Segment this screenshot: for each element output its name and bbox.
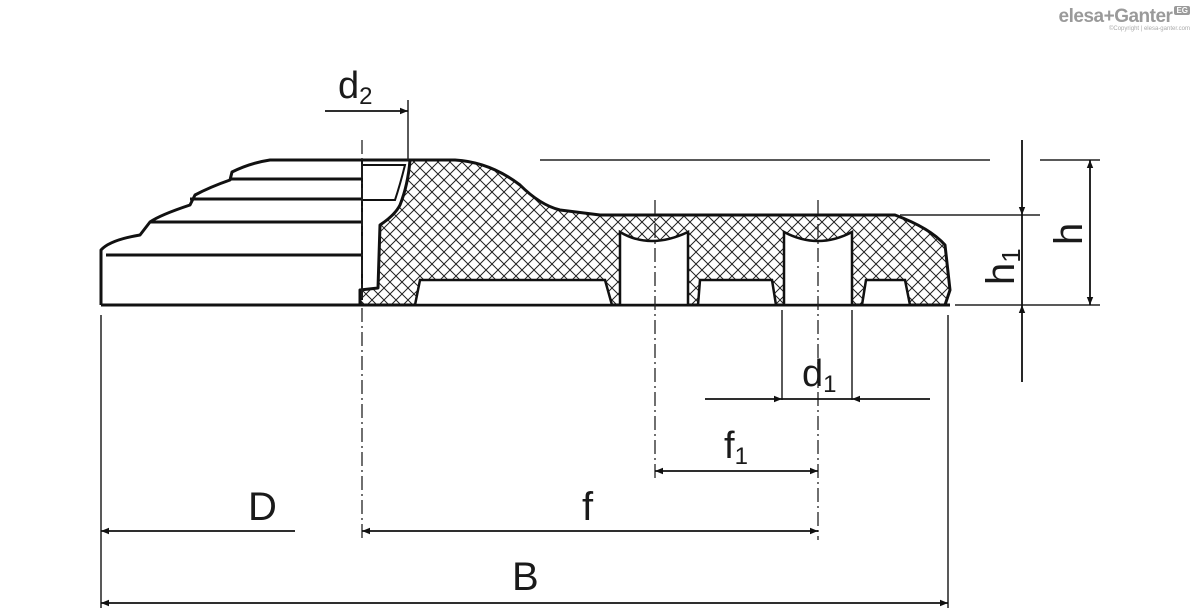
label-f: f [582, 485, 594, 529]
label-d1: d1 [802, 353, 837, 398]
label-d2: d2 [338, 65, 373, 110]
brand-badge: EG [1174, 6, 1190, 15]
label-f1: f1 [724, 425, 748, 470]
brand-copyright: ©Copyright | elesa-ganter.com [1108, 26, 1190, 32]
label-B: B [512, 555, 539, 599]
dimension-lines [101, 107, 1094, 607]
brand-name: elesa+Ganter [1058, 6, 1173, 27]
dimension-labels: d2 d1 f1 f D B h h1 [248, 65, 1091, 599]
label-h1: h1 [979, 248, 1026, 285]
label-h: h [1047, 223, 1091, 245]
label-D: D [248, 485, 277, 529]
extension-lines [100, 100, 1100, 608]
centre-lines [361, 140, 819, 540]
